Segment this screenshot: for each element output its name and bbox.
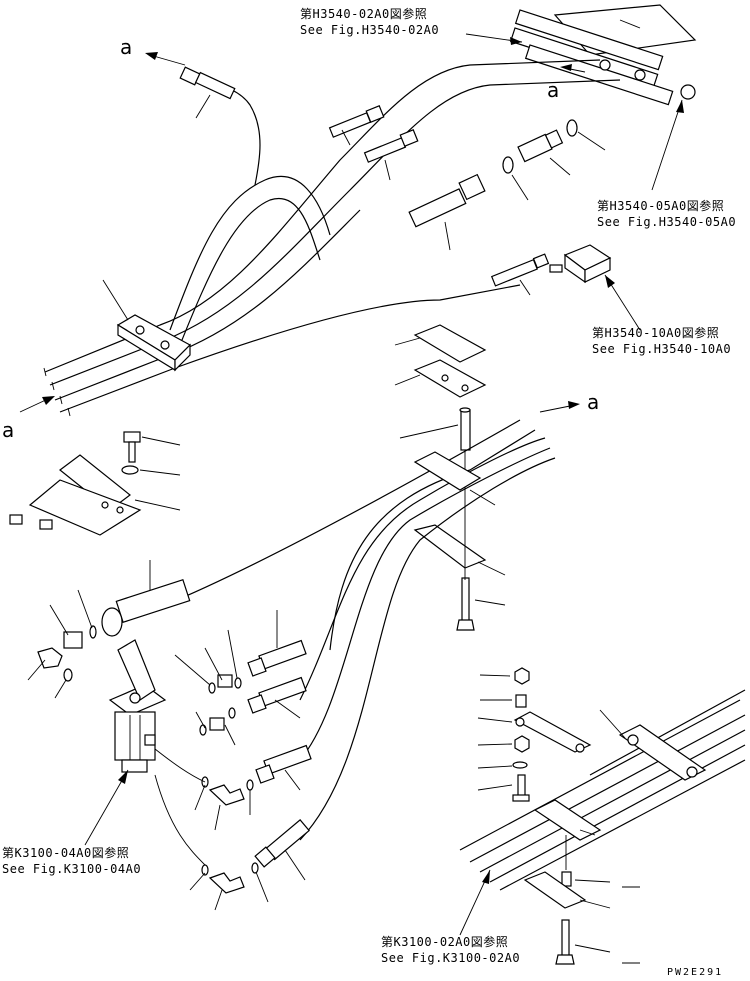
upper-hose-bundle xyxy=(44,59,621,413)
ref-k3100-02a0-en: See Fig.K3100-02A0 xyxy=(381,951,521,965)
rail-small-parts xyxy=(477,667,626,836)
connection-mark-a-valve: a xyxy=(547,78,560,102)
ppc-valve xyxy=(108,639,167,773)
lower-hose-bundle xyxy=(164,419,556,841)
solenoid-valve xyxy=(549,244,641,331)
hose-clamp-block xyxy=(102,279,191,372)
hose-fitting-lower-1 xyxy=(247,610,307,677)
left-adapters xyxy=(27,589,97,699)
arrow-a-midleft xyxy=(19,396,55,413)
bracket-plate-3 xyxy=(413,524,506,576)
ref-h3540-02a0-jp: 第H3540-02A0図参照 xyxy=(300,7,428,21)
leader-h3540-05a0 xyxy=(651,99,684,191)
hose-fitting-upper-5 xyxy=(490,253,550,296)
pedal-leader xyxy=(134,499,181,511)
pedal-washer xyxy=(121,465,181,476)
bracket-plate-1 xyxy=(394,324,487,363)
ref-h3540-10a0-en: See Fig.H3540-10A0 xyxy=(592,342,732,356)
ref-k3100-02a0-jp: 第K3100-02A0図参照 xyxy=(381,935,509,949)
ref-h3540-05a0-jp: 第H3540-05A0図参照 xyxy=(597,199,725,213)
connection-mark-a-left: a xyxy=(2,418,15,442)
leader-k3100-04a0 xyxy=(84,769,129,846)
bolt-middle xyxy=(456,577,506,631)
arrow-a-topleft xyxy=(145,52,186,66)
valve-assembly-top xyxy=(509,4,697,106)
pedal-bolt xyxy=(123,431,181,463)
hose-end-large xyxy=(101,560,191,637)
break-marks xyxy=(43,367,71,417)
drawing-code: PW2E291 xyxy=(667,967,724,978)
hose-fitting-upper-4 xyxy=(408,173,486,251)
ref-k3100-04a0-jp: 第K3100-04A0図参照 xyxy=(2,846,130,860)
o-ring-1 xyxy=(502,156,529,201)
connection-mark-a-right: a xyxy=(587,390,600,414)
hose-fitting-upper-2 xyxy=(328,105,385,146)
connection-mark-a-topleft: a xyxy=(120,35,133,59)
spacer-pin xyxy=(399,407,471,451)
o-ring-2 xyxy=(566,119,606,151)
adapters-near-pedal xyxy=(149,629,269,911)
ref-h3540-10a0-jp: 第H3540-10A0図参照 xyxy=(592,326,720,340)
rail-lower-parts xyxy=(523,835,640,965)
leader-k3100-02a0 xyxy=(459,869,491,936)
rail-assembly xyxy=(459,689,746,891)
hose-fitting-lower-2 xyxy=(247,676,307,719)
bracket-plate-2 xyxy=(394,359,487,398)
leader-h3540-02a0 xyxy=(465,33,523,45)
connector-nipple xyxy=(517,129,571,176)
hose-fitting-lower-3 xyxy=(255,744,312,791)
arrow-a-top-valve xyxy=(560,64,586,73)
arrow-a-right xyxy=(539,401,580,413)
hose-fitting-lower-4 xyxy=(254,819,310,881)
hose-fitting-upper-3 xyxy=(363,129,419,181)
ref-h3540-05a0-en: See Fig.H3540-05A0 xyxy=(597,215,737,229)
ref-h3540-02a0-en: See Fig.H3540-02A0 xyxy=(300,23,440,37)
hose-fitting-upper-1 xyxy=(179,66,236,119)
pedal-assembly-upper xyxy=(9,454,142,536)
ref-k3100-04a0-en: See Fig.K3100-04A0 xyxy=(2,862,142,876)
